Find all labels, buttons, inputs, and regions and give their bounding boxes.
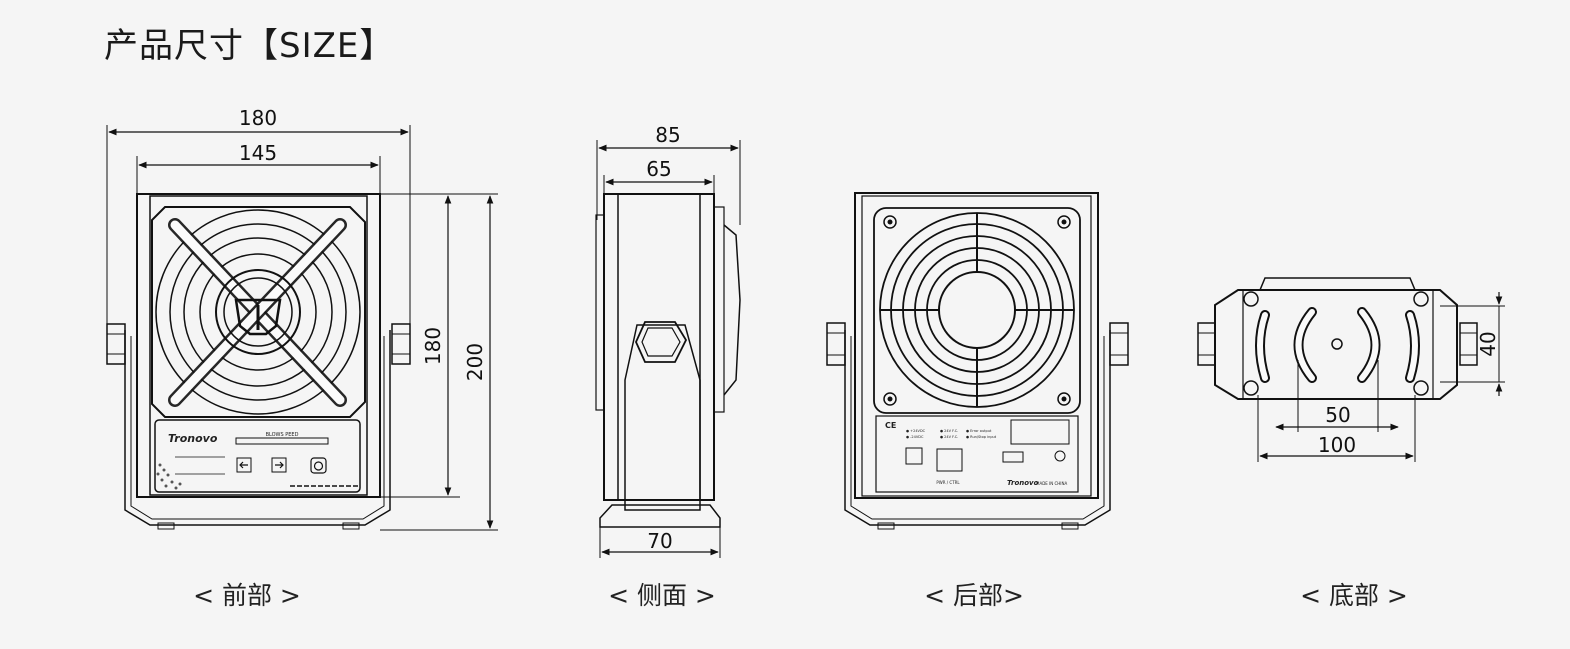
front-brand: Tronovo (168, 432, 218, 445)
svg-text:● 24V F.C.: ● 24V F.C. (940, 429, 958, 433)
dim-mount-width: 100 (1318, 433, 1356, 457)
arrow-right-icon (271, 457, 287, 473)
label-bottom: < 底部 > (1300, 581, 1408, 610)
dim-hole-spacing: 50 (1325, 403, 1350, 427)
label-back: < 后部> (924, 581, 1024, 610)
label-side: < 侧面 > (608, 581, 716, 610)
svg-text:● Error output: ● Error output (966, 429, 992, 433)
dim-height-total: 200 (463, 343, 487, 381)
dim-width-inner: 145 (239, 141, 277, 165)
label-front: < 前部 > (193, 581, 301, 610)
power-icon (310, 457, 327, 474)
svg-text:● 24V F.C.: ● 24V F.C. (940, 435, 958, 439)
back-pwr-label: PWR / CTRL (936, 480, 960, 485)
page-title: 产品尺寸【SIZE】 (104, 26, 395, 66)
dim-width-outer: 180 (239, 106, 277, 130)
arrow-left-icon (236, 457, 252, 473)
dim-depth-inner: 65 (646, 157, 671, 181)
dim-base-width: 70 (647, 529, 672, 553)
dim-height-body: 180 (421, 327, 445, 365)
bottom-view: 50 100 40 (1197, 277, 1505, 462)
svg-text:● Run/Stop input: ● Run/Stop input (966, 435, 997, 439)
back-made-in: MADE IN CHINA (1036, 481, 1067, 486)
back-view: CE ● +24VDC ● -24VDC ● 24V F.C. ● 24V F.C.… (826, 192, 1129, 530)
svg-text:● +24VDC: ● +24VDC (906, 429, 926, 433)
back-brand: Tronovo (1007, 479, 1039, 487)
dim-depth-outer: 85 (655, 123, 680, 147)
front-panel-text: BLOWS PEED (266, 432, 299, 438)
front-view: 180 145 Tronovo BLOWS PEED (106, 106, 498, 531)
dim-depth: 40 (1476, 331, 1500, 356)
side-view: 85 65 70 (595, 123, 741, 558)
svg-text:● -24VDC: ● -24VDC (906, 435, 924, 439)
ce-mark-icon: CE (885, 421, 896, 430)
